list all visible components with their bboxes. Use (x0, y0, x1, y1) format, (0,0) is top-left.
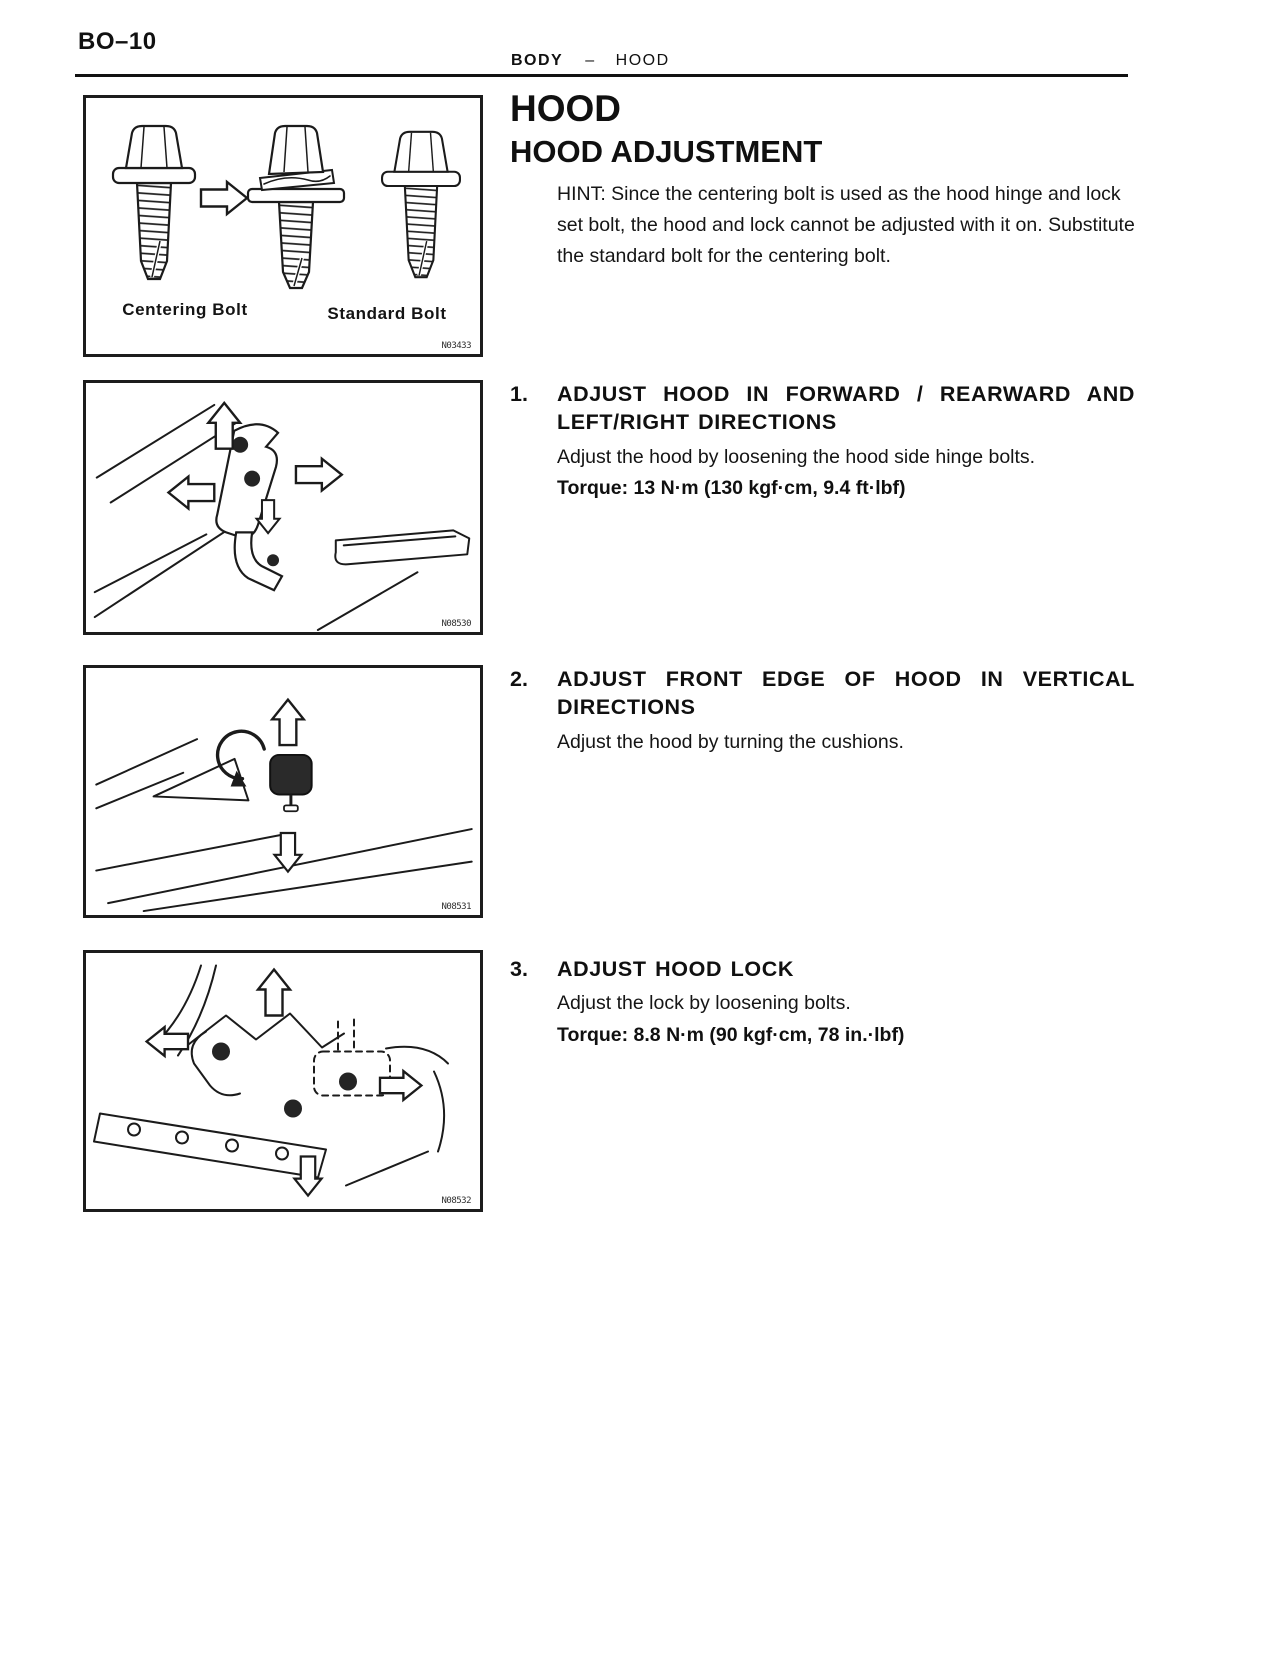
header-separator: – (585, 52, 596, 69)
figure-hood-lock-adjustment: N08532 (83, 950, 483, 1212)
figure-hood-cushion-adjustment: N08531 (83, 665, 483, 918)
header-topic-label: HOOD (615, 52, 670, 69)
step-2: 2. ADJUST FRONT EDGE OF HOOD IN VERTICAL… (510, 665, 1135, 757)
hinge-bolt-icon (267, 554, 280, 567)
step-body: Adjust the lock by loosening bolts. (557, 992, 851, 1015)
figure-code: N03433 (441, 341, 471, 351)
up-arrow-icon (270, 698, 305, 747)
figure-code: N08532 (441, 1196, 471, 1206)
right-arrow-icon (294, 457, 343, 492)
figure-code: N08530 (441, 619, 471, 629)
step-number: 2. (510, 667, 528, 691)
standard-flange-bolt-drawing (380, 129, 462, 280)
hood-cushion-illustration (95, 698, 473, 913)
radiator-support-drawing (93, 1112, 327, 1179)
standard-bolt-washer-drawing (246, 124, 346, 290)
step-1: 1. ADJUST HOOD IN FORWARD / REARWARD AND… (510, 380, 1135, 503)
page-number: BO–10 (78, 28, 157, 55)
header-section-label: BODY (511, 52, 564, 69)
torque-spec: Torque: 13 N·m (130 kgf·cm, 9.4 ft·lbf) (557, 477, 906, 499)
down-arrow-icon (273, 831, 303, 873)
left-arrow-icon (167, 475, 216, 510)
step-number: 3. (510, 957, 528, 981)
hinge-bolt-icon (232, 436, 249, 453)
hint-paragraph: HINT: Since the centering bolt is used a… (557, 183, 1135, 268)
figure-bolt-substitution: Centering Bolt Standard Bolt N03433 (83, 95, 483, 357)
figure-hood-hinge-adjustment: N08530 (83, 380, 483, 635)
hood-edge-line (95, 403, 216, 479)
step-heading: ADJUST HOOD IN FORWARD / REARWARD AND LE… (557, 382, 1135, 435)
centering-bolt-drawing (111, 124, 197, 281)
section-title: HOOD ADJUSTMENT (510, 134, 823, 169)
right-arrow-icon (378, 1069, 423, 1102)
torque-spec: Torque: 8.8 N·m (90 kgf·cm, 78 in.·lbf) (557, 1023, 905, 1046)
hood-hinge-illustration (93, 401, 471, 632)
lock-bolt-icon (284, 1099, 302, 1118)
up-arrow-icon (256, 968, 292, 1017)
step-heading: ADJUST HOOD LOCK (557, 957, 794, 981)
hood-lock-illustration (93, 964, 449, 1197)
lock-bolt-icon (212, 1042, 230, 1061)
hinge-bolt-icon (244, 470, 261, 487)
lock-bolt-icon (339, 1072, 357, 1091)
header-rule (75, 74, 1128, 77)
step-3: 3. ADJUST HOOD LOCK Adjust the lock by l… (510, 955, 1135, 1050)
rotate-arrowhead-icon (230, 770, 247, 787)
lock-dashed-outline (313, 1018, 391, 1097)
right-arrow-icon (199, 180, 249, 216)
step-number: 1. (510, 382, 528, 406)
step-body: Adjust the hood by turning the cushions. (557, 730, 904, 753)
bolt-substitution-illustration (111, 124, 462, 290)
figure-code: N08531 (441, 902, 471, 912)
step-body: Adjust the hood by loosening the hood si… (557, 445, 1036, 468)
standard-bolt-label: Standard Bolt (327, 304, 447, 323)
rotate-arrow-icon (215, 729, 266, 781)
step-heading: ADJUST FRONT EDGE OF HOOD IN VERTICAL DI… (557, 667, 1135, 720)
centering-bolt-label: Centering Bolt (122, 300, 248, 319)
page-title: HOOD (510, 88, 621, 129)
cushion-drawing (269, 753, 313, 813)
fender-line (95, 738, 199, 786)
running-header: BODY – HOOD (511, 52, 670, 70)
